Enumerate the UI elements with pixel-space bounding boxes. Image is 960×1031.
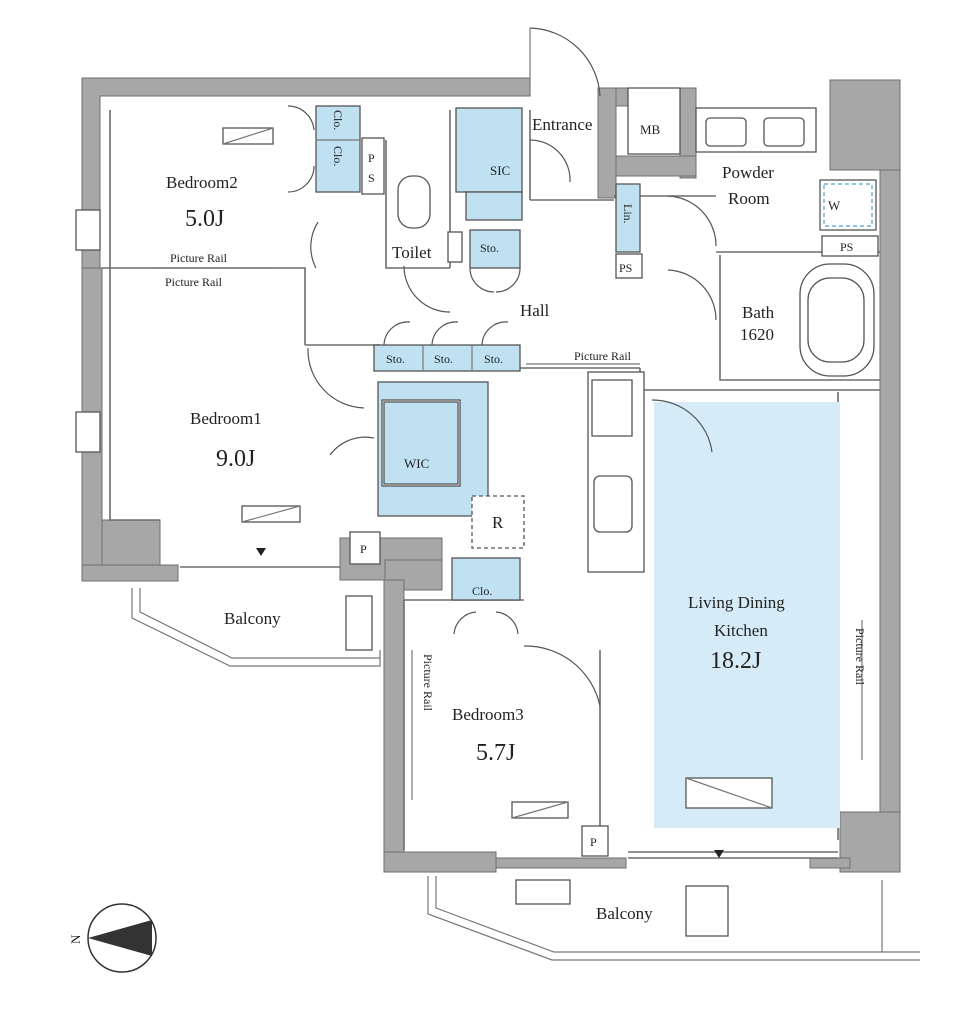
label-bedroom2-size: 5.0J bbox=[185, 206, 224, 232]
label-picture-rail-ldk: Picture Rail bbox=[853, 628, 867, 686]
label-clo-bedroom2-top: Clo. bbox=[331, 110, 345, 130]
label-refrigerator: R bbox=[492, 513, 504, 532]
label-powder-room-2: Room bbox=[728, 189, 770, 208]
label-balcony-west: Balcony bbox=[224, 609, 281, 628]
label-picture-rail-bedroom2: Picture Rail bbox=[170, 251, 228, 265]
ldk-floor bbox=[654, 402, 840, 828]
label-picture-rail-bedroom1: Picture Rail bbox=[165, 275, 223, 289]
label-entrance: Entrance bbox=[532, 115, 592, 134]
label-bedroom1: Bedroom1 bbox=[190, 409, 262, 428]
label-powder-room-1: Powder bbox=[722, 163, 774, 182]
label-bath-size: 1620 bbox=[740, 325, 774, 344]
compass-arrow-icon bbox=[88, 920, 152, 956]
label-lin: Lin. bbox=[621, 204, 635, 224]
labels: Bedroom2 5.0J Bedroom1 9.0J Bedroom3 5.7… bbox=[68, 110, 867, 944]
label-washer: W bbox=[828, 198, 841, 213]
label-sto-toilet: Sto. bbox=[480, 241, 499, 255]
label-mb: MB bbox=[640, 122, 661, 137]
label-sic: SIC bbox=[490, 163, 510, 178]
label-compass-north: N bbox=[68, 934, 83, 944]
label-bedroom1-size: 9.0J bbox=[216, 446, 255, 472]
doors bbox=[256, 27, 724, 858]
picture-rails bbox=[150, 267, 863, 800]
compass bbox=[87, 903, 157, 973]
label-bath: Bath bbox=[742, 303, 775, 322]
label-ldk-line1: Living Dining bbox=[688, 593, 785, 612]
label-bedroom3: Bedroom3 bbox=[452, 705, 524, 724]
exterior-walls bbox=[81, 77, 901, 873]
label-ps-powder: PS bbox=[840, 240, 853, 254]
label-clo-bedroom2-bottom: Clo. bbox=[331, 146, 345, 166]
label-wic: WIC bbox=[404, 456, 429, 471]
label-bedroom2: Bedroom2 bbox=[166, 173, 238, 192]
label-p-bedroom1: P bbox=[360, 542, 367, 556]
label-picture-rail-bedroom3: Picture Rail bbox=[421, 654, 435, 712]
label-hall: Hall bbox=[520, 301, 550, 320]
label-bedroom3-size: 5.7J bbox=[476, 740, 515, 766]
label-sto-3: Sto. bbox=[484, 352, 503, 366]
label-sto-2: Sto. bbox=[434, 352, 453, 366]
label-ps-hall: PS bbox=[619, 261, 632, 275]
label-toilet: Toilet bbox=[392, 243, 432, 262]
label-sto-1: Sto. bbox=[386, 352, 405, 366]
label-ldk-size: 18.2J bbox=[710, 648, 761, 674]
label-p-s-bottom: S bbox=[368, 171, 375, 185]
label-clo-bedroom3: Clo. bbox=[472, 584, 492, 598]
label-picture-rail-hall: Picture Rail bbox=[574, 349, 632, 363]
label-p-bedroom3: P bbox=[590, 835, 597, 849]
label-ldk-line2: Kitchen bbox=[714, 621, 768, 640]
storage-units bbox=[315, 105, 641, 601]
label-p-s-top: P bbox=[368, 151, 375, 165]
fixtures bbox=[75, 87, 920, 961]
label-balcony-south: Balcony bbox=[596, 904, 653, 923]
